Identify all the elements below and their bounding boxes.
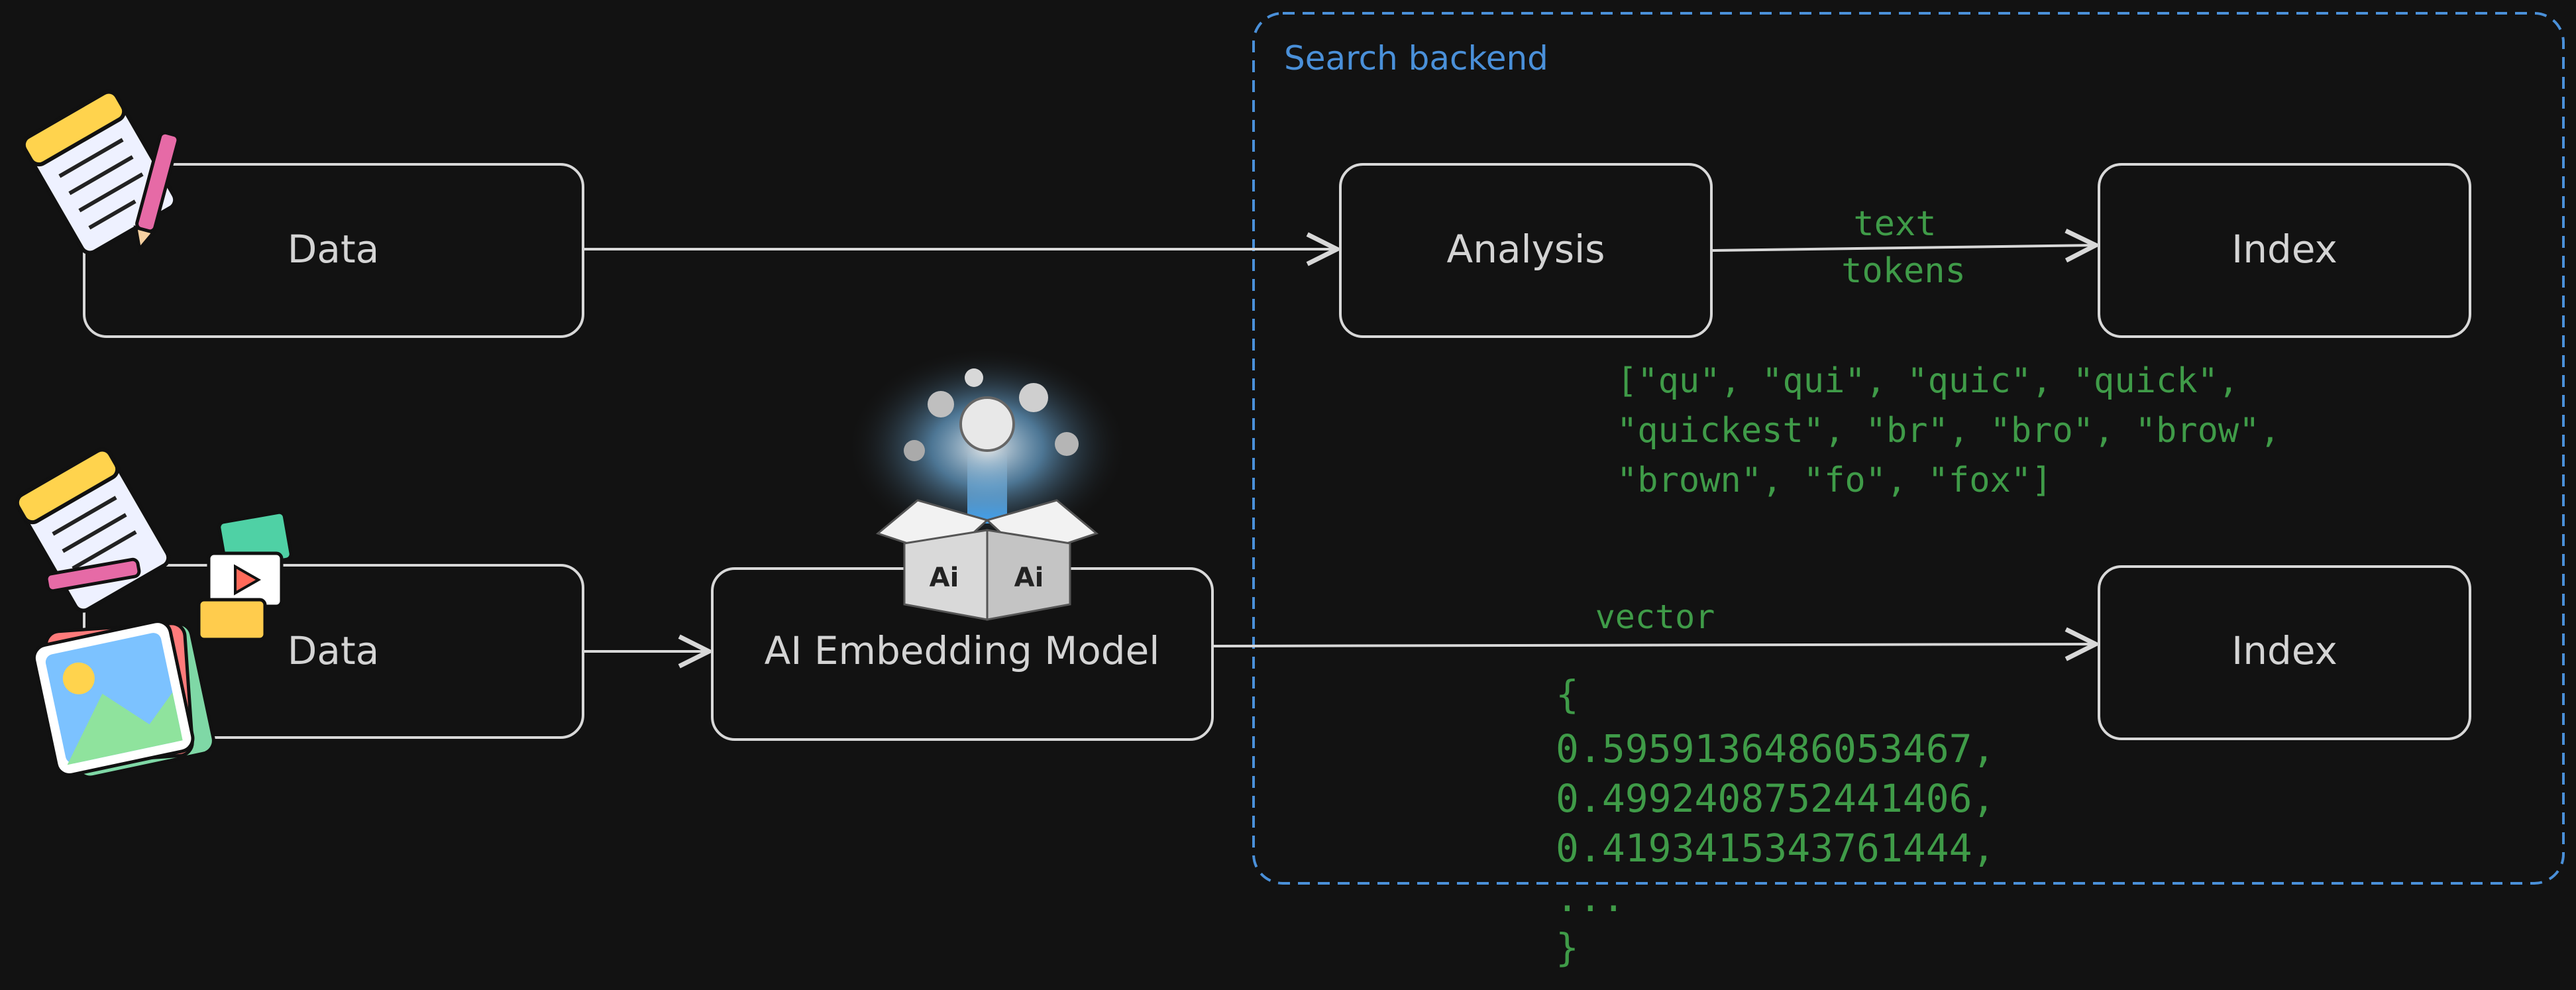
- data-text-label: Data: [288, 227, 380, 272]
- vector-example: { 0.5959136486053467, 0.4992408752441406…: [1556, 672, 1995, 970]
- data-media-label: Data: [288, 628, 380, 673]
- data-media-box[interactable]: Data: [83, 564, 584, 739]
- vector-line-5: ...: [1556, 875, 1625, 920]
- edge-label-vector: vector: [1595, 598, 1715, 636]
- edge-label-text: text: [1853, 204, 1936, 244]
- vector-line-2: 0.5959136486053467,: [1556, 726, 1995, 771]
- edge-ai-model-to-index: [1213, 644, 2096, 646]
- vector-line-3: 0.4992408752441406,: [1556, 776, 1995, 821]
- ai-box-label-right: Ai: [1014, 563, 1044, 593]
- index-text-box[interactable]: Index: [2098, 163, 2471, 338]
- ai-box-label-left: Ai: [930, 563, 959, 593]
- vector-line-4: 0.4193415343761444,: [1556, 826, 1995, 871]
- search-backend-group: Search backend: [1252, 12, 2565, 885]
- index-text-label: Index: [2231, 227, 2337, 272]
- tokens-line-2: "quickest", "br", "bro", "brow",: [1617, 411, 2281, 451]
- ai-embedding-model-label: AI Embedding Model: [765, 628, 1160, 673]
- media-files-icon: [15, 447, 293, 779]
- vector-line-1: {: [1556, 672, 1579, 717]
- document-pencil-icon: [21, 89, 180, 255]
- analysis-label: Analysis: [1447, 227, 1605, 272]
- tokens-example: ["qu", "qui", "quic", "quick", "quickest…: [1617, 361, 2281, 500]
- tokens-line-3: "brown", "fo", "fox"]: [1617, 461, 2052, 500]
- edge-label-tokens: tokens: [1841, 251, 1966, 291]
- index-vector-label: Index: [2231, 628, 2337, 673]
- vector-line-6: }: [1556, 925, 1579, 970]
- analysis-box[interactable]: Analysis: [1339, 163, 1713, 338]
- tokens-line-1: ["qu", "qui", "quic", "quick",: [1617, 361, 2239, 401]
- edge-analysis-to-index: [1712, 245, 2096, 250]
- index-vector-box[interactable]: Index: [2098, 565, 2471, 740]
- ai-embedding-model-box[interactable]: AI Embedding Model: [711, 567, 1214, 741]
- ai-open-box-icon: Ai Ai: [848, 348, 1126, 621]
- search-backend-title: Search backend: [1284, 39, 1548, 78]
